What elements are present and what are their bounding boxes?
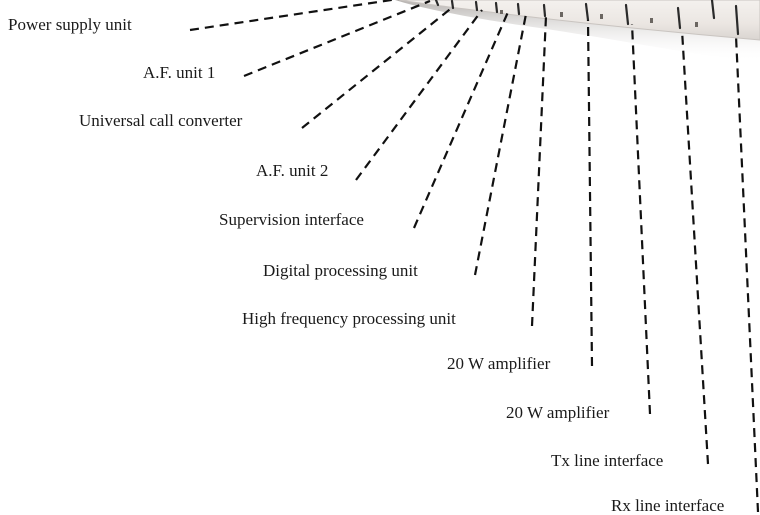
label-af-unit-2: A.F. unit 2 xyxy=(256,161,329,180)
leader-20w-amplifier-2 xyxy=(630,23,652,415)
leader-20w-amplifier-1 xyxy=(586,19,594,367)
label-high-frequency-processing-unit: High frequency processing unit xyxy=(242,309,456,328)
label-power-supply-unit: Power supply unit xyxy=(8,15,132,34)
rack-body xyxy=(399,0,760,41)
leader-high-frequency-processing-unit xyxy=(530,15,548,327)
leader-tx-line-interface xyxy=(680,29,710,465)
equipment-rack xyxy=(395,0,760,62)
leader-rx-line-interface xyxy=(734,35,760,513)
label-universal-call-converter: Universal call converter xyxy=(79,111,243,130)
label-20w-amplifier-2: 20 W amplifier xyxy=(506,403,610,422)
leader-af-unit-1 xyxy=(243,0,431,78)
label-af-unit-1: A.F. unit 1 xyxy=(143,63,216,82)
label-20w-amplifier-1: 20 W amplifier xyxy=(447,354,551,373)
leader-digital-processing-unit xyxy=(473,13,528,276)
label-supervision-interface: Supervision interface xyxy=(219,210,364,229)
label-digital-processing-unit: Digital processing unit xyxy=(263,261,418,280)
rack-connectors xyxy=(500,10,698,27)
leader-supervision-interface xyxy=(412,11,510,229)
leader-af-unit-2 xyxy=(355,9,483,181)
rack-card-slots xyxy=(434,0,740,36)
leader-lines xyxy=(189,0,760,513)
label-tx-line-interface: Tx line interface xyxy=(551,451,664,470)
leader-power-supply-unit xyxy=(189,0,400,32)
leader-universal-call-converter xyxy=(301,5,455,129)
label-rx-line-interface: Rx line interface xyxy=(611,496,725,515)
